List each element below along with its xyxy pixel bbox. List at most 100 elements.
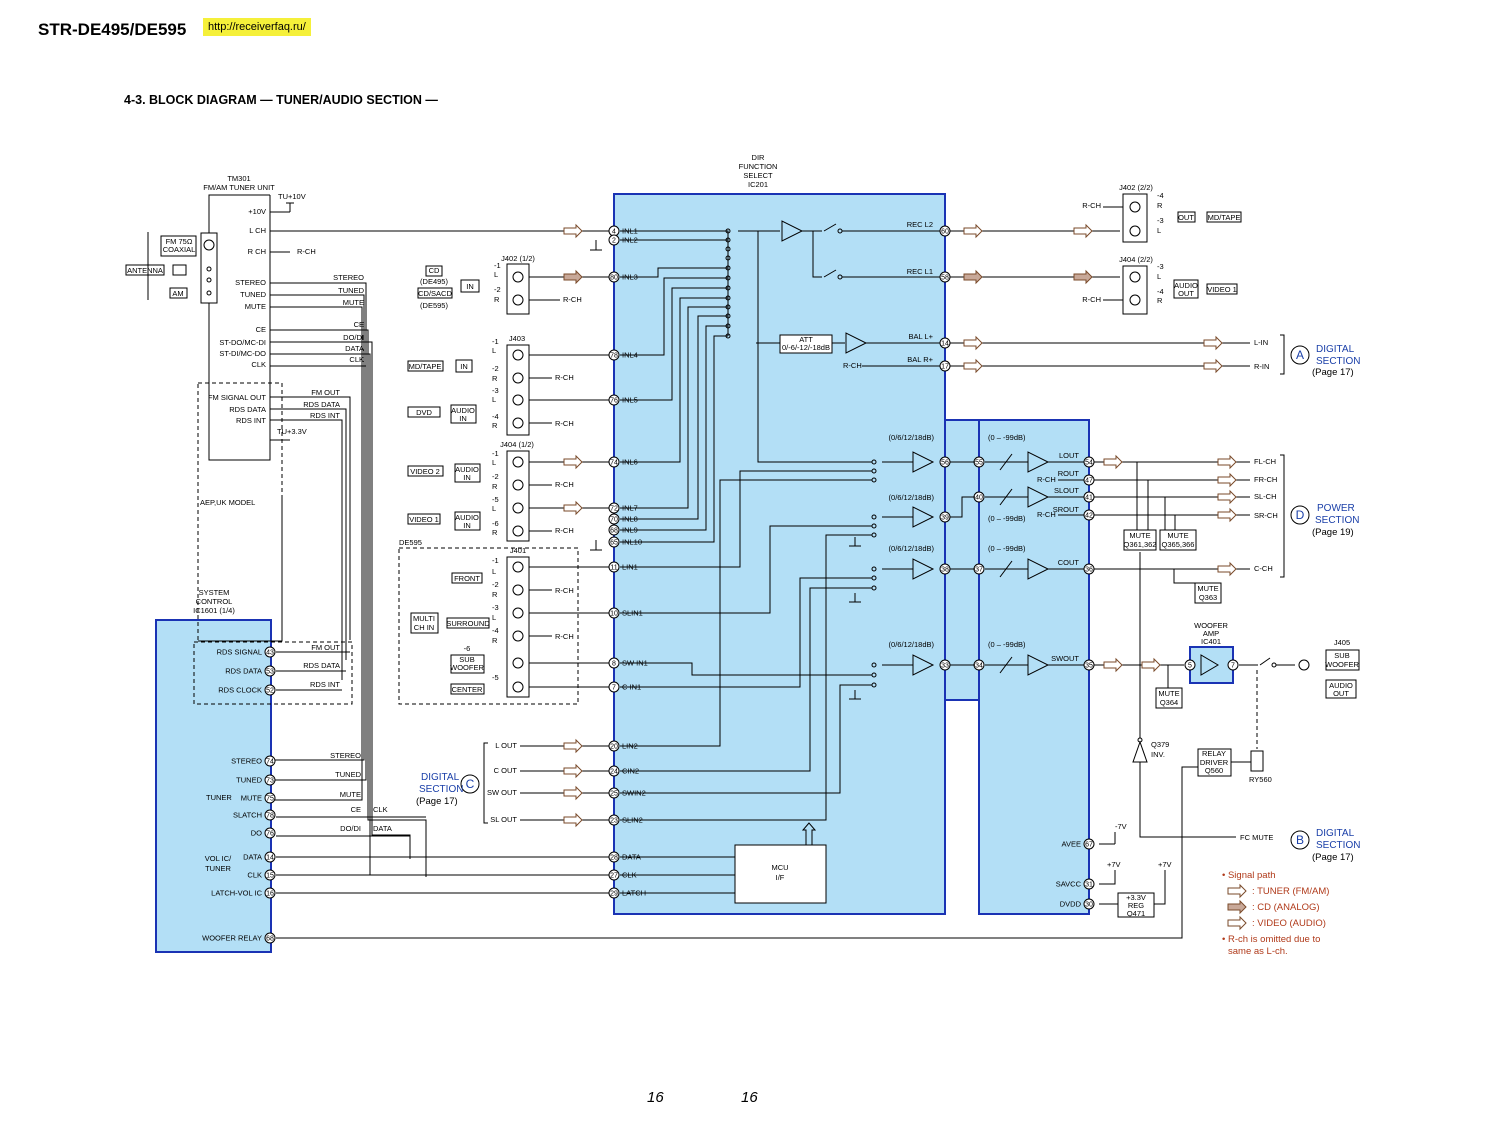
svg-text:: VIDEO (AUDIO): : VIDEO (AUDIO) (1252, 918, 1326, 929)
model-title: STR-DE495/DE595 (38, 20, 187, 39)
svg-text:POWER: POWER (1317, 503, 1355, 514)
svg-text:R CH: R CH (248, 247, 266, 256)
signal-arrow (1217, 561, 1237, 577)
svg-text:56: 56 (941, 460, 949, 467)
svg-text:: TUNER (FM/AM): : TUNER (FM/AM) (1252, 886, 1329, 897)
signal-arrow (1073, 223, 1093, 239)
svg-text:4: 4 (612, 229, 616, 236)
svg-text:Q471: Q471 (1127, 909, 1145, 918)
woofer-amp-block (1189, 646, 1234, 684)
svg-text:A: A (1296, 348, 1304, 362)
svg-text:-2: -2 (492, 580, 499, 589)
signal-arrow (563, 269, 583, 285)
svg-text:WOOFER: WOOFER (1325, 660, 1359, 669)
svg-text:23: 23 (610, 818, 618, 825)
svg-text:I/F: I/F (776, 873, 785, 882)
svg-text:SLOUT: SLOUT (1054, 486, 1079, 495)
svg-text:R-CH: R-CH (1037, 475, 1056, 484)
svg-text:FRONT: FRONT (454, 574, 480, 583)
tuner-unit: TM301 FM/AM TUNER UNIT TU+10V FM 75Ω COA… (125, 174, 306, 461)
svg-text:(0/6/12/18dB): (0/6/12/18dB) (889, 493, 935, 502)
svg-text:-6: -6 (492, 519, 499, 528)
svg-text:D: D (1296, 508, 1305, 522)
svg-text:FM/AM TUNER UNIT: FM/AM TUNER UNIT (203, 183, 275, 192)
svg-text:-1: -1 (492, 449, 499, 458)
dir-right-pin: 58 (939, 271, 951, 283)
signal-arrow (563, 738, 583, 754)
svg-text:MUTE: MUTE (1158, 689, 1179, 698)
digital-c-inputs: L OUT C OUT SW OUT SL OUT (483, 741, 614, 824)
svg-text:OUT: OUT (1178, 213, 1194, 222)
svg-text:L: L (492, 458, 496, 467)
svg-text:DATA: DATA (345, 344, 364, 353)
svg-text:LOUT: LOUT (1059, 451, 1079, 460)
svg-text:AVEE: AVEE (1062, 840, 1081, 849)
system-control-block (155, 619, 272, 953)
svg-text:76: 76 (266, 831, 274, 838)
svg-text:MULTI: MULTI (413, 614, 435, 623)
svg-text:L: L (492, 346, 496, 355)
svg-text:SL OUT: SL OUT (490, 815, 517, 824)
svg-text:VIDEO 1: VIDEO 1 (1207, 285, 1237, 294)
svg-text:SELECT: SELECT (743, 171, 773, 180)
signal-arrow (1073, 269, 1093, 285)
svg-text:FM OUT: FM OUT (311, 643, 340, 652)
svg-text:(0/6/12/18dB): (0/6/12/18dB) (889, 640, 935, 649)
svg-text:68: 68 (266, 936, 274, 943)
svg-text:J405: J405 (1334, 638, 1350, 647)
svg-text:SURROUND: SURROUND (446, 619, 490, 628)
svg-text:IC401: IC401 (1201, 637, 1221, 646)
svg-text:11: 11 (610, 565, 617, 572)
svg-text:SECTION: SECTION (1316, 356, 1360, 367)
svg-text:C-CH: C-CH (1254, 564, 1273, 573)
svg-text:J402 (1/2): J402 (1/2) (501, 254, 535, 263)
signal-arrow (1217, 454, 1237, 470)
svg-text:WOOFER: WOOFER (450, 663, 484, 672)
svg-text:REG: REG (1128, 901, 1144, 910)
svg-text:80: 80 (610, 275, 618, 282)
vol-pin: 33 (939, 659, 951, 671)
svg-text:L OUT: L OUT (495, 741, 517, 750)
signal-arrow (563, 812, 583, 828)
svg-text:CD: CD (429, 266, 440, 275)
svg-text:AEP,UK MODEL: AEP,UK MODEL (200, 498, 255, 507)
vol-pin: 37 (973, 563, 985, 575)
svg-text:RDS INT: RDS INT (310, 411, 340, 420)
svg-text:20: 20 (610, 744, 618, 751)
svg-text:SAVCC: SAVCC (1056, 880, 1082, 889)
svg-text:L: L (492, 613, 496, 622)
svg-text:RDS INT: RDS INT (236, 416, 266, 425)
svg-text:STEREO: STEREO (330, 751, 361, 760)
svg-text:58: 58 (941, 275, 949, 282)
section-ref-a: A DIGITAL SECTION (Page 17) (1290, 344, 1360, 378)
svg-text:38: 38 (941, 567, 949, 574)
signal-arrow (1203, 335, 1223, 351)
signal-path-arrows (563, 223, 1237, 828)
svg-text:IN: IN (459, 414, 467, 423)
svg-text:R-CH: R-CH (1037, 510, 1056, 519)
svg-text:15: 15 (266, 873, 274, 880)
dir-ic201-block (613, 193, 946, 915)
svg-text:R: R (492, 374, 498, 383)
signal-arrow (963, 335, 983, 351)
svg-text:R-CH: R-CH (555, 419, 574, 428)
svg-text:R: R (492, 421, 498, 430)
svg-text:IN: IN (463, 473, 471, 482)
url-link[interactable]: http://receiverfaq.ru/ (203, 18, 311, 36)
svg-text:-2: -2 (492, 472, 499, 481)
vol-pin: 47 (1083, 474, 1095, 486)
svg-text:-3: -3 (492, 603, 499, 612)
svg-text:(Page 17): (Page 17) (1312, 852, 1354, 863)
svg-text:DO: DO (251, 829, 262, 838)
svg-text:Q365,366: Q365,366 (1162, 540, 1195, 549)
svg-text:+3.3V: +3.3V (1126, 893, 1146, 902)
svg-text:C: C (466, 777, 475, 791)
vol-pin: 5 (1184, 659, 1196, 671)
svg-text:CENTER: CENTER (452, 685, 483, 694)
svg-text:TUNED: TUNED (335, 770, 361, 779)
svg-text:OUT: OUT (1333, 689, 1349, 698)
signal-arrow (963, 269, 983, 285)
